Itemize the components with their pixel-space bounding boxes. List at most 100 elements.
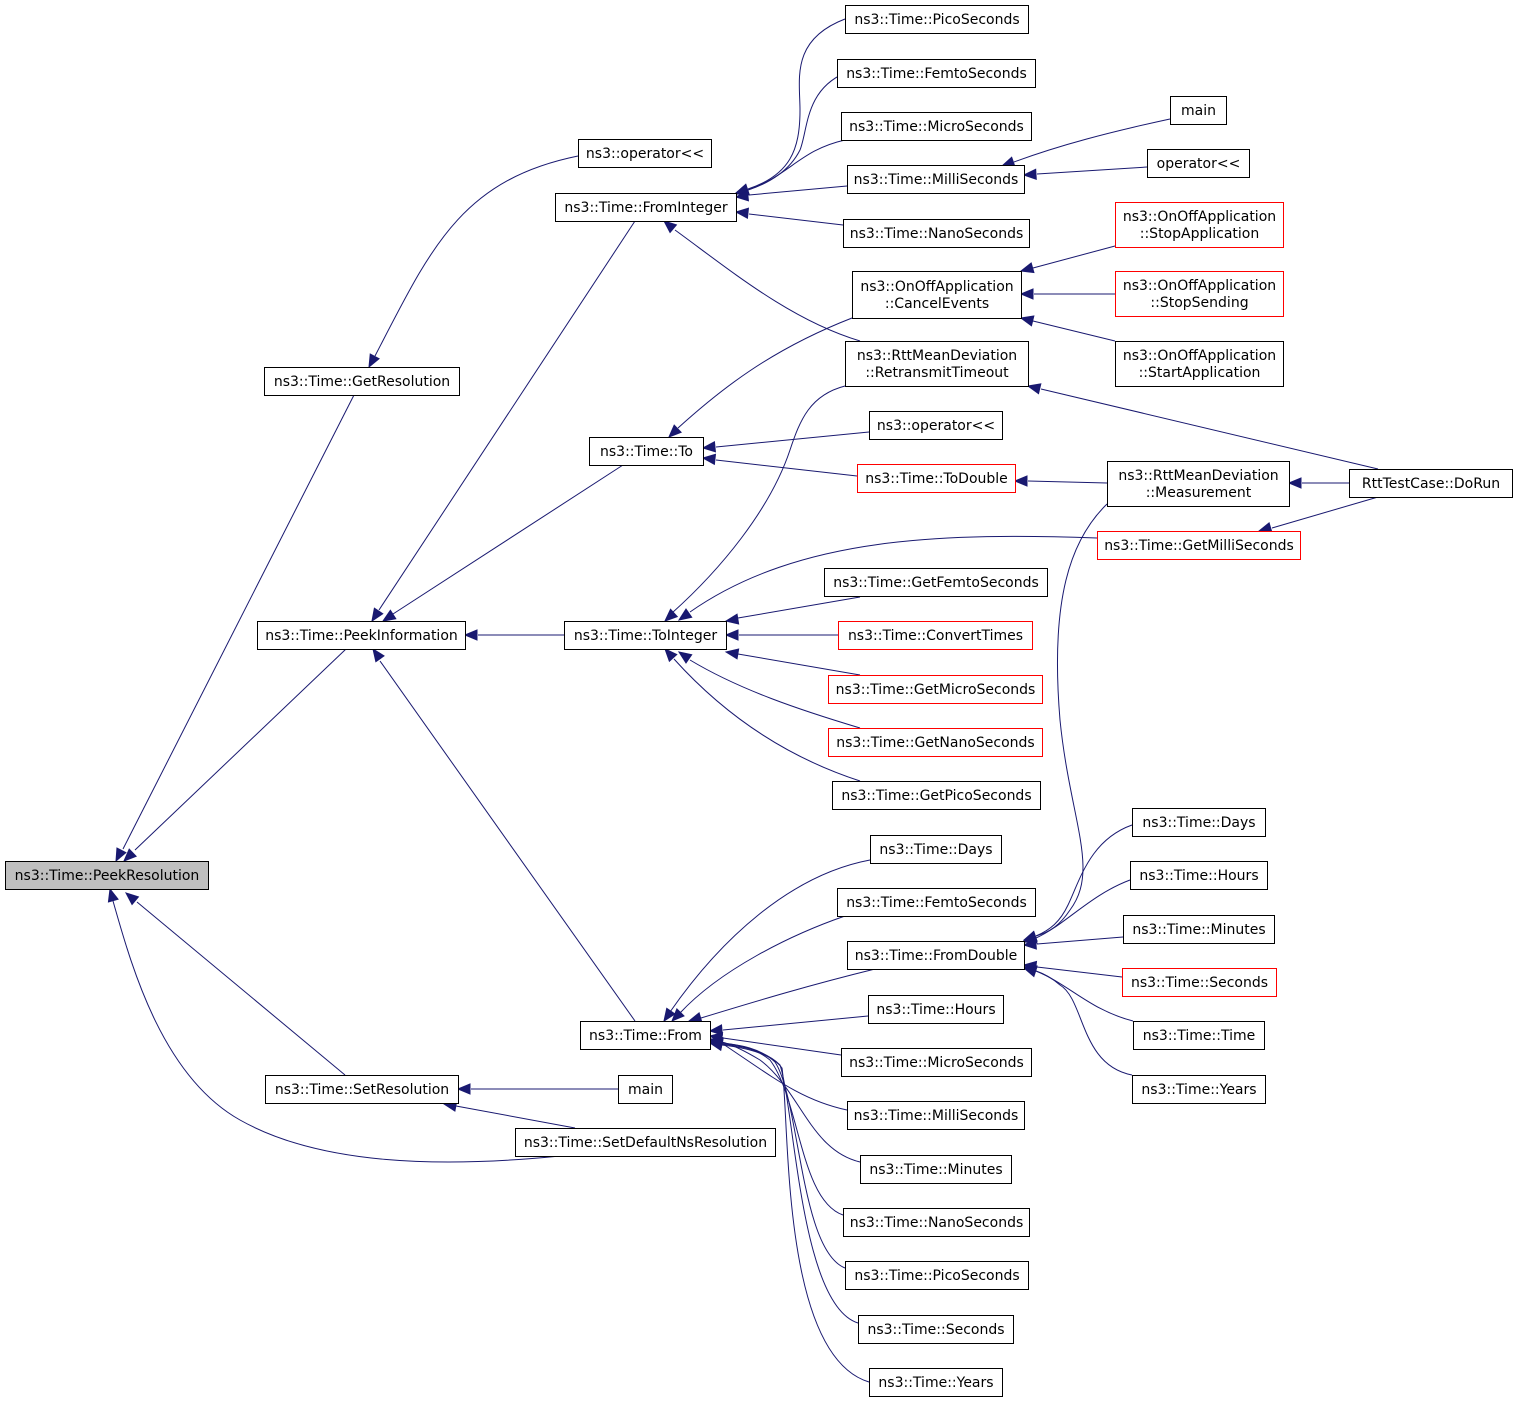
node-cancel-events[interactable]: ns3::OnOffApplication::CancelEvents [852,271,1022,319]
node-minutes-mid[interactable]: ns3::Time::Minutes [860,1155,1012,1184]
node-main-top[interactable]: main [1170,96,1227,125]
edge-line [136,901,346,1076]
node-do-run[interactable]: RttTestCase::DoRun [1349,469,1513,498]
node-box [1115,271,1284,317]
node-label: ns3::Time::Years [878,1375,993,1391]
node-get-micro[interactable]: ns3::Time::GetMicroSeconds [828,675,1043,704]
edge-set_default_ns-to-peek_resolution [107,887,561,1163]
node-years-mid[interactable]: ns3::Time::Years [869,1368,1003,1397]
node-get-femto[interactable]: ns3::Time::GetFemtoSeconds [824,568,1048,597]
node-op-lshift-mid[interactable]: ns3::operator<< [869,411,1003,440]
edge-line [1032,320,1116,342]
edge-cancel_events-to-time_to [668,317,853,438]
node-years-right[interactable]: ns3::Time::Years [1132,1075,1266,1104]
node-box [1115,341,1284,387]
node-stop-sending[interactable]: ns3::OnOffApplication::StopSending [1115,271,1284,317]
node-days-right[interactable]: ns3::Time::Days [1132,808,1266,837]
node-time-right[interactable]: ns3::Time::Time [1133,1021,1265,1050]
node-seconds-right[interactable]: ns3::Time::Seconds [1122,968,1277,997]
edge-line [1036,936,1124,945]
node-label: ns3::Time::To [600,444,693,460]
node-box [845,1261,1029,1290]
node-femto-bot[interactable]: ns3::Time::FemtoSeconds [837,888,1036,917]
node-to-double[interactable]: ns3::Time::ToDouble [857,464,1016,493]
node-hours-mid[interactable]: ns3::Time::Hours [868,995,1004,1024]
node-box [847,1101,1025,1130]
edge-to_double-to-time_to [701,453,858,477]
node-box [1349,469,1513,498]
edge-years_right-to-from_double [1022,966,1133,1076]
node-label: ns3::Time::PicoSeconds [854,12,1019,28]
node-time-from[interactable]: ns3::Time::From [580,1021,711,1050]
edge-arrowhead [381,609,397,622]
edge-line [715,459,858,477]
node-pico-bot[interactable]: ns3::Time::PicoSeconds [845,1261,1029,1290]
node-box [870,835,1002,864]
node-box [1133,1021,1265,1050]
edge-arrowhead [1026,383,1042,395]
node-days-mid[interactable]: ns3::Time::Days [870,835,1002,864]
node-label: ns3::Time::GetMicroSeconds [836,682,1036,698]
node-time-to[interactable]: ns3::Time::To [589,437,704,466]
node-label: ns3::Time::Days [879,842,992,858]
node-seconds-mid[interactable]: ns3::Time::Seconds [858,1315,1014,1344]
edge-days_mid-to-time_from [663,859,871,1023]
node-get-pico[interactable]: ns3::Time::GetPicoSeconds [832,781,1041,810]
node-milli-bot[interactable]: ns3::Time::MilliSeconds [847,1101,1025,1130]
node-femto-top[interactable]: ns3::Time::FemtoSeconds [837,59,1036,88]
node-label: ns3::Time::FemtoSeconds [846,895,1027,911]
node-convert-times[interactable]: ns3::Time::ConvertTimes [838,621,1033,650]
node-label: ::Measurement [1146,485,1252,501]
node-get-milli[interactable]: ns3::Time::GetMilliSeconds [1097,531,1301,560]
node-from-double[interactable]: ns3::Time::FromDouble [847,941,1025,970]
node-minutes-right[interactable]: ns3::Time::Minutes [1123,915,1275,944]
node-box [841,112,1032,141]
edge-line [722,1037,842,1056]
edge-days_right-to-from_double [1022,824,1133,942]
node-micro-top[interactable]: ns3::Time::MicroSeconds [841,112,1032,141]
edge-get_resolution-to-peek_resolution [115,394,355,863]
node-micro-bot[interactable]: ns3::Time::MicroSeconds [841,1048,1032,1077]
node-box [618,1075,673,1104]
node-hours-right[interactable]: ns3::Time::Hours [1130,861,1268,890]
edge-femto_top-to-from_integer [734,72,846,195]
edge-get_pico-to-to_integer [664,648,861,782]
node-box [828,728,1043,757]
edge-arrowhead [1022,938,1037,950]
node-get-resolution[interactable]: ns3::Time::GetResolution [264,367,460,396]
node-get-nano[interactable]: ns3::Time::GetNanoSeconds [828,728,1043,757]
node-op-lshift-right[interactable]: operator<< [1147,149,1250,178]
node-to-integer[interactable]: ns3::Time::ToInteger [564,621,727,650]
node-label: ns3::Time::Minutes [1132,922,1265,938]
node-stop-application[interactable]: ns3::OnOffApplication::StopApplication [1115,202,1284,248]
edge-get_micro-to-to_integer [724,648,861,676]
node-pico-top[interactable]: ns3::Time::PicoSeconds [845,5,1029,34]
node-label: ns3::OnOffApplication [860,279,1013,295]
node-peek-information[interactable]: ns3::Time::PeekInformation [257,621,466,650]
node-label: ns3::Time::GetFemtoSeconds [833,575,1039,591]
edge-line [455,1105,576,1129]
node-set-default-ns[interactable]: ns3::Time::SetDefaultNsResolution [515,1128,776,1157]
node-main-bot[interactable]: main [618,1075,673,1104]
edge-line [747,139,846,191]
edge-line [134,648,347,851]
edge-line [1036,166,1148,175]
node-measurement[interactable]: ns3::RttMeanDeviation::Measurement [1107,461,1290,507]
node-from-integer[interactable]: ns3::Time::FromInteger [555,193,737,222]
node-set-resolution[interactable]: ns3::Time::SetResolution [265,1075,459,1104]
node-retransmit-timeout[interactable]: ns3::RttMeanDeviation::RetransmitTimeout [845,341,1029,387]
node-label: ns3::Time::Time [1143,1028,1255,1044]
edge-hours_right-to-from_double [1022,879,1131,944]
node-nano-bot[interactable]: ns3::Time::NanoSeconds [843,1208,1030,1237]
node-nano-top[interactable]: ns3::Time::NanoSeconds [843,219,1030,248]
node-box [1170,96,1227,125]
node-label: ns3::Time::Hours [1139,868,1258,884]
node-op-lshift-top[interactable]: ns3::operator<< [578,139,712,168]
node-start-application[interactable]: ns3::OnOffApplication::StartApplication [1115,341,1284,387]
node-milli-top[interactable]: ns3::Time::MilliSeconds [847,165,1025,194]
edge-arrowhead [663,1007,676,1023]
edge-line [722,1015,869,1031]
edge-arrowhead [724,613,740,625]
node-box [589,437,704,466]
node-box [837,888,1036,917]
